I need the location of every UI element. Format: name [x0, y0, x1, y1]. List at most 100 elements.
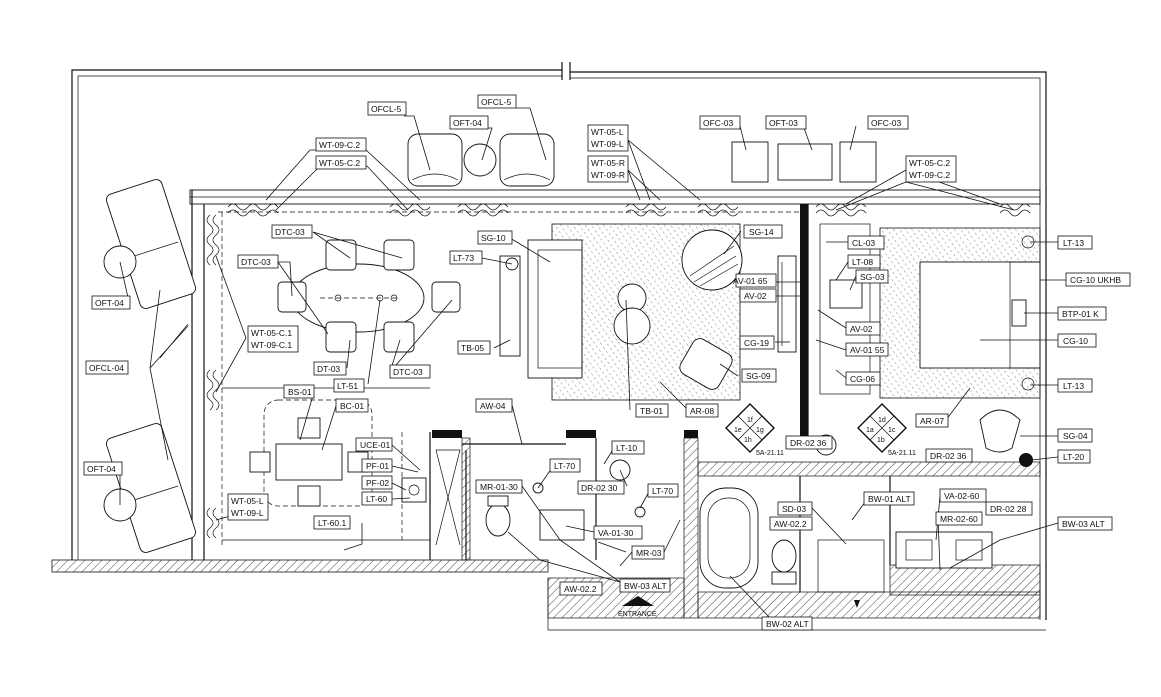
tag-dr0230-label: DR-02 30	[581, 483, 618, 493]
tag-pf01: PF-01	[361, 458, 393, 473]
entrance-marker: ENTRANCE	[618, 596, 657, 618]
tag-ar08: AR-08	[685, 403, 719, 418]
tag-dtc03-a: DTC-03	[271, 224, 313, 239]
tag-av02-a: AV-02	[739, 288, 777, 303]
tag-wt05l-top: WT-05-LWT-09-L	[587, 124, 629, 152]
tag-cg06: CG-06	[845, 371, 881, 386]
tag-oft04-bottom: OFT-04	[83, 461, 123, 476]
tag-dr0236-a: DR-02 36	[785, 435, 833, 450]
marker-1-right: 1g	[756, 427, 764, 434]
tag-sd03-label: SD-03	[782, 504, 806, 514]
tag-av02-b: AV-02	[845, 321, 881, 336]
marker-1-left: 1e	[734, 427, 742, 434]
tag-ar07: AR-07	[915, 413, 949, 428]
tag-bs01: BS-01	[283, 384, 315, 399]
tag-cg19-label: CG-19	[744, 338, 769, 348]
tag-dr0228-label: DR-02 28	[990, 504, 1027, 514]
tag-ofc03-a: OFC-03	[699, 115, 741, 130]
tag-wt05c2: WT-05-C.2	[315, 155, 367, 170]
tag-av0165: AV-01 65	[733, 273, 777, 288]
tag-wt05c2-r: WT-05-C.2WT-09-C.2	[905, 155, 957, 183]
tag-dtc03-c-label: DTC-03	[393, 367, 423, 377]
tag-sg09: SG-09	[741, 368, 777, 383]
tag-bw02alt: BW-02 ALT	[761, 616, 813, 631]
tag-sg03: SG-03	[855, 269, 889, 284]
tag-mr0130: MR-01-30	[475, 479, 523, 494]
tag-oft03-label: OFT-03	[769, 118, 798, 128]
tag-lt13-b: LT-13	[1057, 378, 1093, 393]
tag-dtc03-b-label: DTC-03	[241, 257, 271, 267]
tag-bw01alt-label: BW-01 ALT	[868, 494, 911, 504]
marker-1-bottom: 1h	[744, 437, 752, 444]
tag-wt05c2-label: WT-05-C.2	[319, 158, 360, 168]
tag-btp01k-label: BTP-01 K	[1062, 309, 1099, 319]
tag-cl03: CL-03	[847, 235, 885, 250]
tag-av02-b-label: AV-02	[850, 324, 873, 334]
exterior-walls	[51, 62, 1047, 631]
tag-bw03alt-b: BW-03 ALT	[1057, 516, 1113, 531]
tag-sg03-label: SG-03	[860, 272, 885, 282]
tag-ofc03-b-label: OFC-03	[871, 118, 902, 128]
tag-ofcl04: OFCL-04	[85, 360, 129, 375]
bathrooms	[401, 434, 993, 608]
tag-lt20-label: LT-20	[1063, 452, 1084, 462]
tag-cl03-label: CL-03	[852, 238, 875, 248]
tag-pf01-label: PF-01	[366, 461, 389, 471]
interior-walls	[189, 189, 1041, 619]
tag-ar07-label: AR-07	[920, 416, 944, 426]
tag-aw022-b-label: AW-02.2	[774, 519, 807, 529]
tag-bs01-label: BS-01	[288, 387, 312, 397]
tag-ofc03-a-label: OFC-03	[703, 118, 734, 128]
tag-mr0130-label: MR-01-30	[480, 482, 518, 492]
tag-va0260-label: VA-02-60	[944, 491, 980, 501]
dining-set	[277, 239, 461, 353]
tag-ofc03-b: OFC-03	[867, 115, 909, 130]
tag-lt13-b-label: LT-13	[1063, 381, 1084, 391]
tag-bw03alt-b-label: BW-03 ALT	[1062, 519, 1105, 529]
tag-lt60: LT-60	[361, 491, 393, 506]
tag-wt09c2-label: WT-09-C.2	[319, 140, 360, 150]
breakfast-set	[249, 399, 373, 507]
tag-cg10-label: CG-10	[1063, 336, 1088, 346]
tag-lt08: LT-08	[847, 254, 881, 269]
tag-aw04: AW-04	[475, 398, 513, 413]
section-marker-1: 1f 1e 1g 1h 5A-21.11	[725, 403, 784, 457]
tag-wt05r: WT-05-RWT-09-R	[587, 155, 629, 183]
tag-lt60-label: LT-60	[366, 494, 387, 504]
tag-av0155-label: AV-01 55	[850, 345, 885, 355]
tag-uce01-label: UCE-01	[360, 440, 391, 450]
tag-tb05-label: TB-05	[461, 343, 484, 353]
tag-cg10ukhb: CG-10 UKHB	[1065, 272, 1131, 287]
tag-ofcl5-b: OFCL-5	[477, 94, 517, 109]
tag-oft04-left: OFT-04	[91, 295, 131, 310]
tag-cg10ukhb-label: CG-10 UKHB	[1070, 275, 1121, 285]
marker-2-left: 1a	[866, 427, 874, 434]
tag-mr0260: MR-02-60	[935, 511, 983, 526]
marker-1-top: 1f	[747, 417, 753, 424]
tag-pf02: PF-02	[361, 475, 393, 490]
marker-2-ref: 5A-21.11	[888, 450, 916, 457]
tag-oft04-top-label: OFT-04	[453, 118, 482, 128]
tag-dt03-label: DT-03	[317, 364, 340, 374]
tag-wt05c1: WT-05-C.1WT-09-C.1	[247, 325, 299, 353]
tag-wt09l-bot-label: WT-09-L	[231, 508, 264, 518]
tag-lt13-a: LT-13	[1057, 235, 1093, 250]
tag-aw022-a: AW-02.2	[559, 581, 603, 596]
tag-dtc03-c: DTC-03	[389, 364, 431, 379]
tag-wt05c1-label: WT-05-C.1	[251, 328, 292, 338]
tag-oft04-bottom-label: OFT-04	[87, 464, 116, 474]
tag-wt05l-top-label: WT-05-L	[591, 127, 624, 137]
tag-dtc03-b: DTC-03	[237, 254, 279, 269]
tag-bw03alt-a: BW-03 ALT	[619, 578, 671, 593]
marker-1-ref: 5A-21.11	[756, 450, 784, 457]
tag-lt51: LT-51	[333, 378, 365, 393]
tag-av0165-label: AV-01 65	[733, 276, 768, 286]
tag-tb01-label: TB-01	[640, 406, 663, 416]
tag-lt73-label: LT-73	[453, 253, 474, 263]
tag-bc01-label: BC-01	[340, 401, 364, 411]
tag-tb01: TB-01	[635, 403, 669, 418]
tag-av02-a-label: AV-02	[744, 291, 767, 301]
tag-mr03-label: MR-03	[636, 548, 662, 558]
tag-pf02-label: PF-02	[366, 478, 389, 488]
